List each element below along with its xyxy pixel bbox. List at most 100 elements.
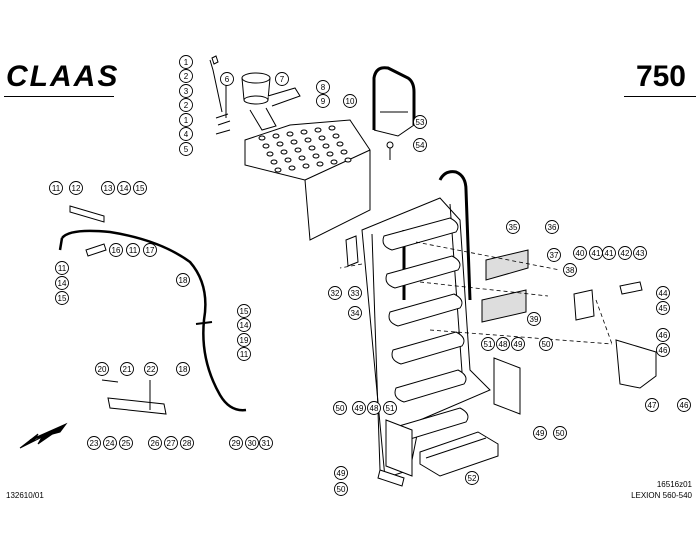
- callout-label: 1: [184, 116, 189, 125]
- callout-18: 18: [176, 273, 190, 287]
- callout-3: 3: [179, 84, 193, 98]
- callout-label: 27: [167, 439, 176, 448]
- platform-hole: [322, 143, 330, 149]
- platform-hole: [340, 149, 348, 155]
- callout-34: 34: [348, 306, 362, 320]
- callout-50: 50: [553, 426, 567, 440]
- callout-label: 29: [232, 439, 241, 448]
- callout-label: 52: [468, 474, 477, 483]
- callout-2: 2: [179, 98, 193, 112]
- ladder-step: [394, 369, 467, 403]
- callout-label: 13: [104, 184, 113, 193]
- direction-arrow: [19, 422, 68, 449]
- callout-47: 47: [645, 398, 659, 412]
- platform-hole: [294, 147, 302, 153]
- platform-hole: [274, 167, 282, 173]
- callout-44: 44: [656, 286, 670, 300]
- callout-label: 38: [566, 266, 575, 275]
- callout-label: 12: [72, 184, 81, 193]
- callout-label: 25: [122, 439, 131, 448]
- callout-49: 49: [511, 337, 525, 351]
- callout-1: 1: [179, 113, 193, 127]
- callout-49: 49: [533, 426, 547, 440]
- callout-label: 28: [183, 439, 192, 448]
- bracket-47: [615, 339, 657, 389]
- ladder-step: [382, 217, 459, 251]
- hose-clamps: [69, 205, 213, 325]
- callout-27: 27: [164, 436, 178, 450]
- callout-label: 3: [184, 87, 189, 96]
- callout-26: 26: [148, 436, 162, 450]
- ladder-step: [385, 255, 461, 289]
- document-number: 132610/01: [6, 491, 44, 500]
- platform-hole: [280, 149, 288, 155]
- callout-22: 22: [144, 362, 158, 376]
- platform-hole: [332, 133, 340, 139]
- assembly-lines: [339, 150, 613, 345]
- callout-label: 49: [355, 404, 364, 413]
- callout-label: 10: [346, 97, 355, 106]
- callout-label: 18: [179, 365, 188, 374]
- callout-label: 48: [499, 340, 508, 349]
- callout-label: 9: [321, 97, 326, 106]
- callout-label: 4: [184, 130, 189, 139]
- callout-label: 39: [530, 315, 539, 324]
- callout-label: 17: [146, 246, 155, 255]
- callout-11: 11: [55, 261, 69, 275]
- callout-label: 26: [151, 439, 160, 448]
- callout-label: 14: [240, 321, 249, 330]
- callout-43: 43: [633, 246, 647, 260]
- callout-46: 46: [656, 328, 670, 342]
- callout-33: 33: [348, 286, 362, 300]
- callout-25: 25: [119, 436, 133, 450]
- callout-49: 49: [352, 401, 366, 415]
- platform-hole: [304, 137, 312, 143]
- callout-label: 47: [648, 401, 657, 410]
- platform-hole: [262, 143, 270, 149]
- callout-11: 11: [126, 243, 140, 257]
- callout-5: 5: [179, 142, 193, 156]
- callout-label: 40: [576, 249, 585, 258]
- callout-label: 37: [550, 251, 559, 260]
- callout-label: 18: [179, 276, 188, 285]
- platform-hole: [284, 157, 292, 163]
- callout-label: 21: [123, 365, 132, 374]
- platform-hole: [314, 127, 322, 133]
- callout-label: 35: [509, 223, 518, 232]
- platform-hole: [272, 133, 280, 139]
- callout-label: 30: [248, 439, 257, 448]
- callout-40: 40: [573, 246, 587, 260]
- callout-label: 15: [136, 184, 145, 193]
- callout-51: 51: [383, 401, 397, 415]
- callout-label: 41: [592, 249, 601, 258]
- header-rule-left: [4, 96, 114, 97]
- bottom-step: [419, 431, 499, 477]
- callout-50: 50: [539, 337, 553, 351]
- callout-4: 4: [179, 127, 193, 141]
- model-designation: LEXION 560-540: [631, 491, 692, 500]
- callout-23: 23: [87, 436, 101, 450]
- platform-hole: [330, 159, 338, 165]
- callout-52: 52: [465, 471, 479, 485]
- callout-11: 11: [49, 181, 63, 195]
- callout-label: 51: [484, 340, 493, 349]
- callout-label: 6: [225, 75, 230, 84]
- callout-label: 34: [351, 309, 360, 318]
- callout-label: 5: [184, 145, 189, 154]
- callout-label: 50: [336, 404, 345, 413]
- callout-label: 51: [386, 404, 395, 413]
- callout-14: 14: [117, 181, 131, 195]
- platform-hole: [336, 141, 344, 147]
- side-plates: [377, 357, 521, 487]
- callout-30: 30: [245, 436, 259, 450]
- page-number: 750: [635, 60, 686, 93]
- callout-label: 11: [240, 350, 249, 359]
- callout-15: 15: [55, 291, 69, 305]
- callout-label: 11: [52, 184, 61, 193]
- callout-15: 15: [133, 181, 147, 195]
- callout-50: 50: [333, 401, 347, 415]
- platform-hole: [318, 135, 326, 141]
- ladder-step: [388, 293, 463, 327]
- callout-label: 14: [58, 279, 67, 288]
- callout-label: 16: [112, 246, 121, 255]
